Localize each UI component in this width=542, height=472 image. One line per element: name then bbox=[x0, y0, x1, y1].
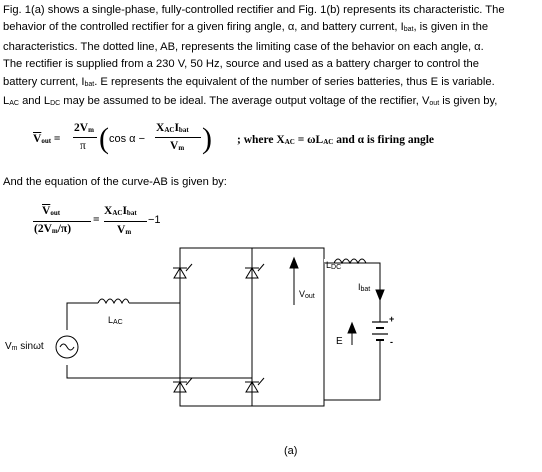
battery-icon bbox=[372, 315, 388, 345]
eq2-rhs-fraction-bar bbox=[104, 221, 147, 222]
ibat-arrow bbox=[375, 289, 385, 302]
thyristor-t3 bbox=[245, 263, 265, 279]
text-line-2: behavior of the controlled rectifier for… bbox=[3, 21, 489, 34]
text-line-6: LAC and LDC may be assumed to be ideal. … bbox=[3, 95, 498, 108]
intro-curve-ab: And the equation of the curve-AB is give… bbox=[3, 176, 227, 188]
eq1-inner-denominator: Vm bbox=[170, 140, 185, 152]
eq1-denominator: π bbox=[80, 140, 86, 152]
text-line-3: characteristics. The dotted line, AB, re… bbox=[3, 40, 484, 53]
eq1-cos: cos α − bbox=[109, 133, 146, 145]
eq1-inner-numerator: XACIbat bbox=[156, 122, 189, 134]
eq2-fraction-bar bbox=[33, 221, 91, 222]
vout-arrow bbox=[289, 256, 299, 305]
lac-label: LAC bbox=[108, 315, 123, 326]
eq2-minus-one: −1 bbox=[148, 214, 161, 226]
eq2-equals: = bbox=[93, 214, 100, 226]
eq1-where-clause: ; where XAC = ωLAC and α is firing angle bbox=[237, 134, 435, 146]
figure-caption: (a) bbox=[284, 445, 298, 457]
ldc-inductor bbox=[333, 258, 367, 265]
eq1-numerator: 2Vm bbox=[74, 122, 94, 134]
eq2-rhs-numerator: XACIbat bbox=[104, 205, 137, 217]
text-line-5: battery current, Ibat. E represents the … bbox=[3, 75, 495, 88]
eq1-inner-fraction-bar bbox=[155, 137, 201, 138]
text-line-4: The rectifier is supplied from a 230 V, … bbox=[3, 58, 479, 71]
eq2-numerator: Vout bbox=[42, 205, 61, 217]
eq2-rhs-denominator: Vm bbox=[117, 224, 132, 236]
thyristor-t4 bbox=[173, 377, 193, 393]
ibat-label: Ibat bbox=[358, 282, 371, 293]
ldc-label: LDC bbox=[326, 260, 342, 271]
thyristor-t2 bbox=[245, 377, 265, 393]
battery-minus: - bbox=[390, 337, 393, 347]
thyristor-t1 bbox=[173, 263, 193, 279]
problem-statement: Fig. 1(a) shows a single-phase, fully-co… bbox=[3, 2, 539, 112]
eq1-paren-open: ( bbox=[99, 122, 109, 155]
e-arrow bbox=[347, 321, 357, 345]
e-label: E bbox=[336, 336, 343, 347]
eq1-fraction-bar bbox=[73, 137, 97, 138]
ac-source-icon bbox=[55, 335, 79, 359]
eq1-paren-close: ) bbox=[202, 122, 212, 155]
eq2-denominator: (2Vm/π) bbox=[34, 223, 72, 235]
source-label: Vm sinωt bbox=[5, 341, 44, 352]
text-line-1: Fig. 1(a) shows a single-phase, fully-co… bbox=[3, 4, 505, 16]
lac-inductor bbox=[97, 298, 130, 305]
eq1-lhs: Vout = bbox=[33, 133, 61, 145]
battery-plus: + bbox=[389, 314, 395, 324]
vout-label: Vout bbox=[299, 289, 315, 300]
